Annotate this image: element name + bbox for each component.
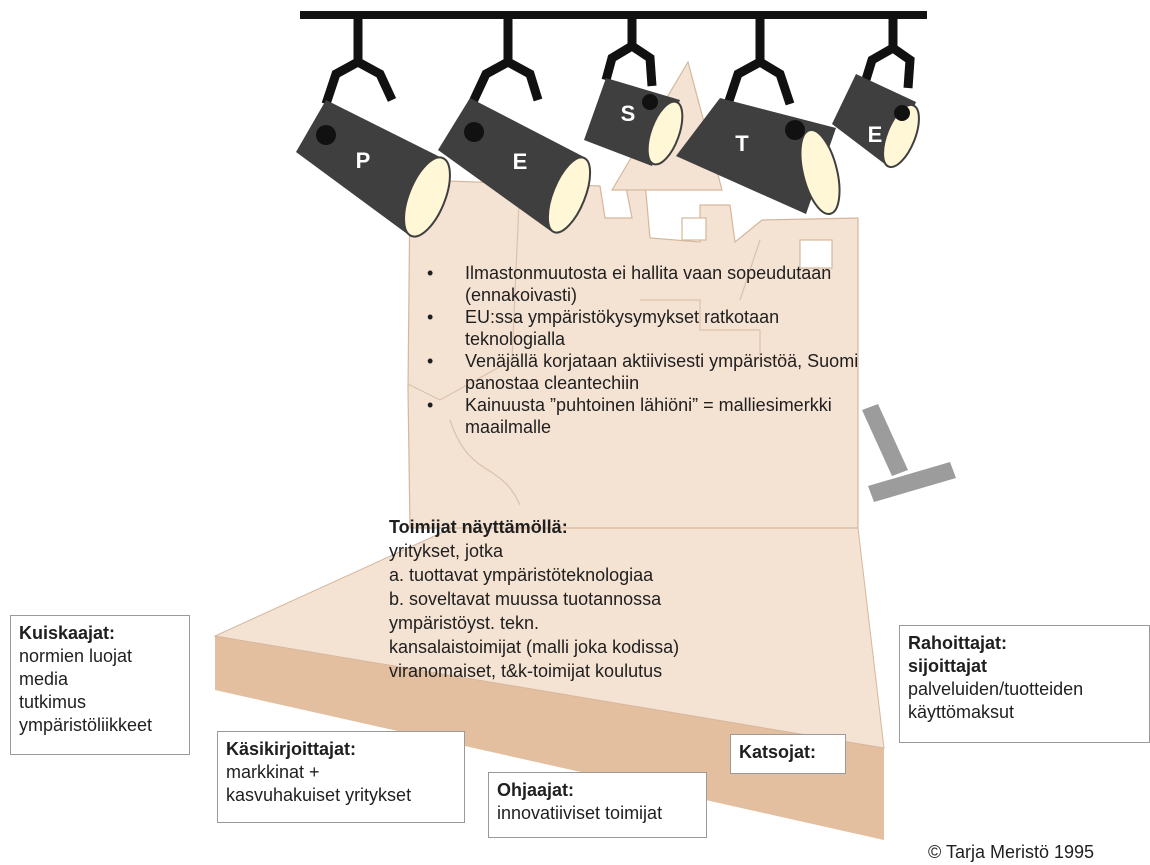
financiers-box: Rahoittajat: sijoittajat palveluiden/tuo…: [899, 625, 1150, 743]
whisperers-line: normien luojat: [19, 646, 133, 666]
actors-line: b. soveltavat muussa tuotannossa: [389, 589, 662, 609]
spectators-heading: Katsojat:: [739, 742, 817, 762]
spotlight-letter-t: T: [735, 131, 749, 156]
directors-line: innovatiiviset toimijat: [497, 803, 663, 823]
scriptwriters-line: markkinat +: [226, 762, 320, 782]
spotlight-letter-e1: E: [513, 149, 528, 174]
whisperers-box: Kuiskaajat: normien luojat media tutkimu…: [10, 615, 190, 755]
lighting-truss: [300, 11, 927, 19]
stage-note: EU:ssa ympäristökysymykset ratkotaan tek…: [423, 306, 863, 350]
actors-line: kansalaistoimijat (malli joka kodissa): [389, 637, 680, 657]
financiers-subheading: sijoittajat: [908, 656, 988, 676]
directors-box: Ohjaajat: innovatiiviset toimijat: [488, 772, 707, 838]
spotlight-letter-p: P: [356, 148, 371, 173]
spotlight-letter-e2: E: [868, 122, 883, 147]
actors-heading: Toimijat näyttämöllä:: [389, 517, 568, 537]
actors-line: a. tuottavat ympäristöteknologiaa: [389, 565, 654, 585]
stage-note: Ilmastonmuutosta ei hallita vaan sopeudu…: [423, 262, 863, 306]
financiers-line: palveluiden/tuotteiden: [908, 679, 1084, 699]
actors-line: viranomaiset, t&k-toimijat koulutus: [389, 661, 663, 681]
actors-on-stage: Toimijat näyttämöllä: yritykset, jotka a…: [389, 515, 769, 683]
whisperers-line: tutkimus: [19, 692, 87, 712]
whisperers-line: media: [19, 669, 69, 689]
copyright-text: © Tarja Meristö 1995: [928, 842, 1095, 862]
spotlight-hangers: [321, 15, 915, 106]
stage-floor: [213, 527, 885, 840]
financiers-heading: Rahoittajat:: [908, 633, 1007, 653]
scriptwriters-line: kasvuhakuiset yritykset: [226, 785, 412, 805]
directors-heading: Ohjaajat:: [497, 780, 575, 800]
stage-note: Venäjällä korjataan aktiivisesti ympäris…: [423, 350, 863, 394]
spotlight-lenses: [403, 100, 920, 238]
actors-line: yritykset, jotka: [389, 541, 504, 561]
stage-note: Kainuusta ”puhtoinen lähiöni” = malliesi…: [423, 394, 863, 438]
spotlight-letter-s: S: [621, 101, 636, 126]
stage-notes-list: Ilmastonmuutosta ei hallita vaan sopeudu…: [423, 262, 863, 438]
scriptwriters-heading: Käsikirjoittajat:: [226, 739, 357, 759]
whisperers-heading: Kuiskaajat:: [19, 623, 116, 643]
whisperers-line: ympäristöliikkeet: [19, 715, 153, 735]
stage-support-stand: [862, 404, 956, 502]
actors-line: ympäristöyst. tekn.: [389, 613, 540, 633]
scriptwriters-box: Käsikirjoittajat: markkinat + kasvuhakui…: [217, 731, 465, 823]
spotlight-knobs: [316, 94, 910, 145]
spectators-box: Katsojat:: [730, 734, 846, 774]
financiers-line: käyttömaksut: [908, 702, 1015, 722]
